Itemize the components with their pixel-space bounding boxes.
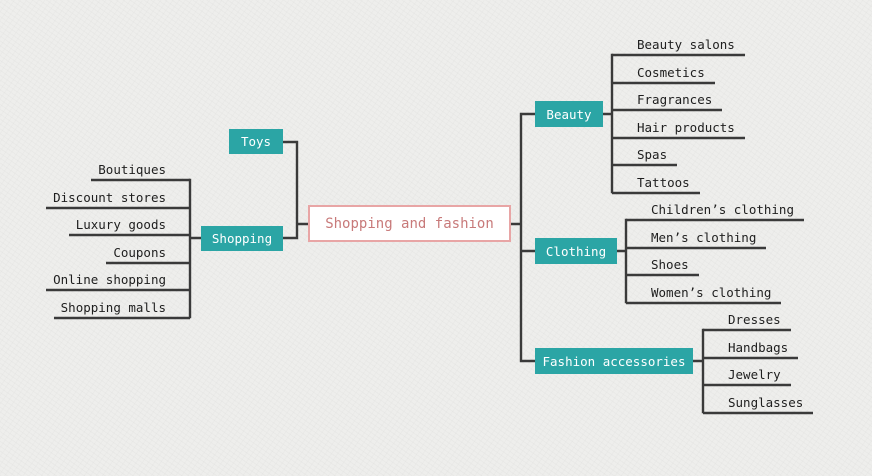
branch-label-beauty: Beauty [546, 106, 592, 122]
branch-node-shopping[interactable]: Shopping [201, 226, 283, 251]
leaf-dresses[interactable]: Dresses [728, 312, 781, 327]
branch-node-fashion-accessories[interactable]: Fashion accessories [535, 348, 693, 374]
root-node[interactable]: Shopping and fashion [308, 205, 511, 242]
connector-clothing [615, 218, 628, 304]
connector-root-left [281, 140, 310, 240]
leaf-shoes[interactable]: Shoes [651, 257, 689, 272]
leaf-handbags[interactable]: Handbags [728, 340, 789, 355]
connector-root-right [509, 112, 537, 363]
connector-shopping [188, 178, 203, 319]
leaf-discount-stores[interactable]: Discount stores [53, 190, 166, 205]
connector-accessories [691, 328, 705, 414]
leaf-coupons[interactable]: Coupons [113, 245, 166, 260]
branch-node-toys[interactable]: Toys [229, 129, 283, 154]
leaf-womens-clothing[interactable]: Women’s clothing [651, 285, 772, 300]
branch-node-beauty[interactable]: Beauty [535, 101, 603, 127]
leaf-mens-clothing[interactable]: Men’s clothing [651, 230, 757, 245]
leaf-spas[interactable]: Spas [637, 147, 668, 162]
branch-label-shopping: Shopping [211, 231, 273, 246]
leaf-fragrances[interactable]: Fragrances [637, 92, 713, 107]
leaf-tattoos[interactable]: Tattoos [637, 175, 690, 190]
branch-label-clothing: Clothing [545, 243, 607, 259]
leaf-cosmetics[interactable]: Cosmetics [637, 65, 705, 80]
leaf-boutiques[interactable]: Boutiques [98, 162, 166, 177]
root-label: Shopping and fashion [325, 215, 494, 232]
branch-node-clothing[interactable]: Clothing [535, 238, 617, 264]
leaf-jewelry[interactable]: Jewelry [728, 367, 781, 382]
leaf-luxury-goods[interactable]: Luxury goods [75, 217, 166, 232]
connector-beauty [601, 53, 614, 194]
leaf-online-shopping[interactable]: Online shopping [53, 272, 166, 287]
leaf-hair-products[interactable]: Hair products [637, 120, 735, 135]
branch-label-toys: Toys [240, 134, 272, 149]
leaf-shopping-malls[interactable]: Shopping malls [60, 300, 166, 315]
leaf-beauty-salons[interactable]: Beauty salons [637, 37, 735, 52]
leaf-sunglasses[interactable]: Sunglasses [728, 395, 804, 410]
branch-label-fashion-accessories: Fashion accessories [542, 353, 686, 369]
leaf-childrens-clothing[interactable]: Children’s clothing [651, 202, 794, 217]
